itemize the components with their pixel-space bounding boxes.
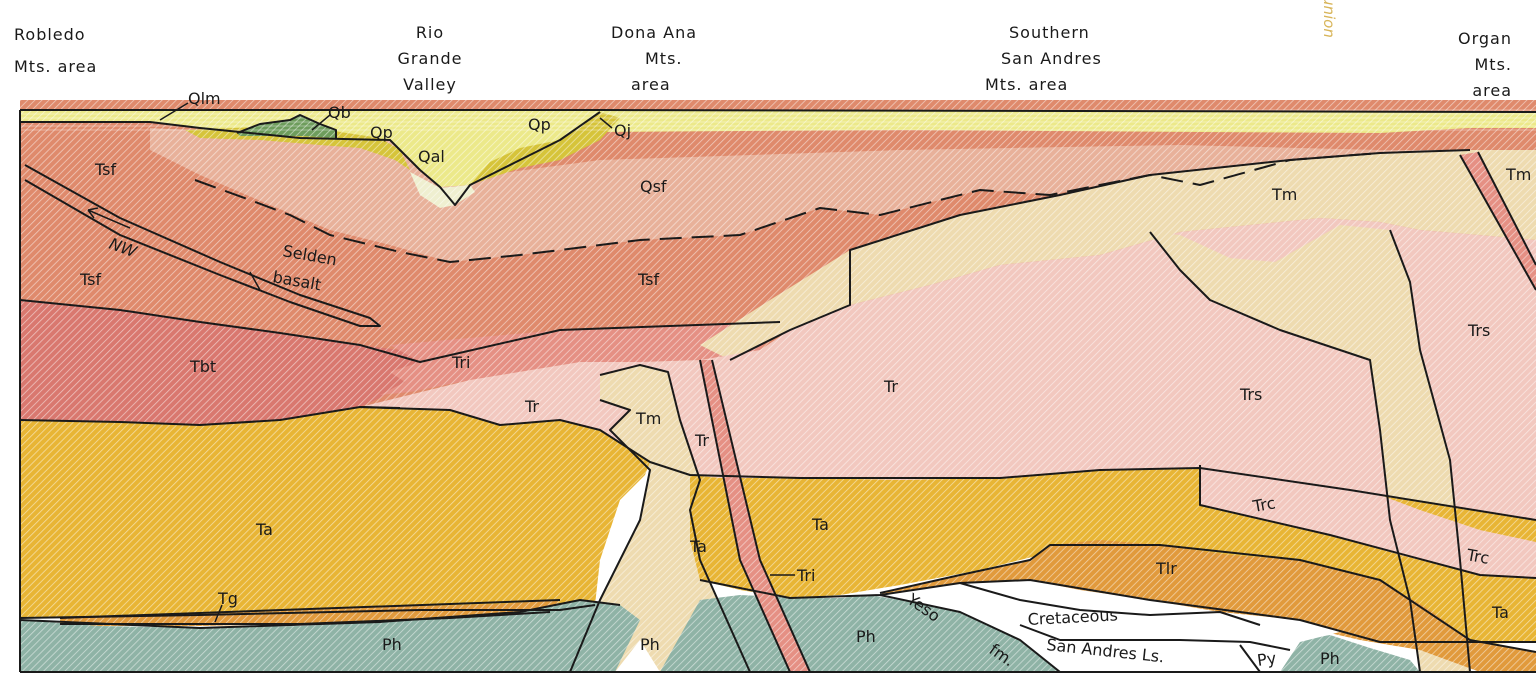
label-tg: Tg <box>217 589 238 608</box>
label-ta-left: Ta <box>255 520 273 539</box>
label-qp-left: Qp <box>370 123 393 142</box>
label-trc-1: Trc <box>1250 493 1276 516</box>
label-tr-center: Tr <box>883 377 898 396</box>
label-tr-left: Tr <box>524 397 539 416</box>
label-ph-3: Ph <box>856 627 876 646</box>
label-trc-2: Trc <box>1464 545 1490 568</box>
label-ph-1: Ph <box>382 635 402 654</box>
label-trs-center: Trs <box>1239 385 1262 404</box>
label-ta-center: Ta <box>811 515 829 534</box>
label-ta-right: Ta <box>1491 603 1509 622</box>
label-trs-right: Trs <box>1467 321 1490 340</box>
label-ta-mid: Ta <box>689 537 707 556</box>
label-tri-lower: Tri <box>796 566 815 585</box>
label-tsf-top: Tsf <box>94 160 116 179</box>
label-tm-center: Tm <box>635 409 661 428</box>
label-tm-edge: Tm <box>1505 165 1531 184</box>
label-tsf-left: Tsf <box>79 270 101 289</box>
label-tr-small: Tr <box>694 431 709 450</box>
label-tbt: Tbt <box>189 357 216 376</box>
label-qp-right: Qp <box>528 115 551 134</box>
label-tm-right: Tm <box>1271 185 1297 204</box>
label-tsf-center: Tsf <box>637 270 659 289</box>
label-qj: Qj <box>614 121 631 140</box>
label-qlm: Qlm <box>188 89 221 108</box>
label-ph-2: Ph <box>640 635 660 654</box>
label-qsf: Qsf <box>640 177 667 196</box>
label-ph-4: Ph <box>1320 649 1340 668</box>
label-tlr: Tlr <box>1155 559 1177 578</box>
label-tri-upper: Tri <box>451 353 470 372</box>
hatch-overlay <box>20 100 1536 672</box>
label-py: Py <box>1256 648 1278 669</box>
label-qal: Qal <box>418 147 445 166</box>
label-qb: Qb <box>328 103 351 122</box>
